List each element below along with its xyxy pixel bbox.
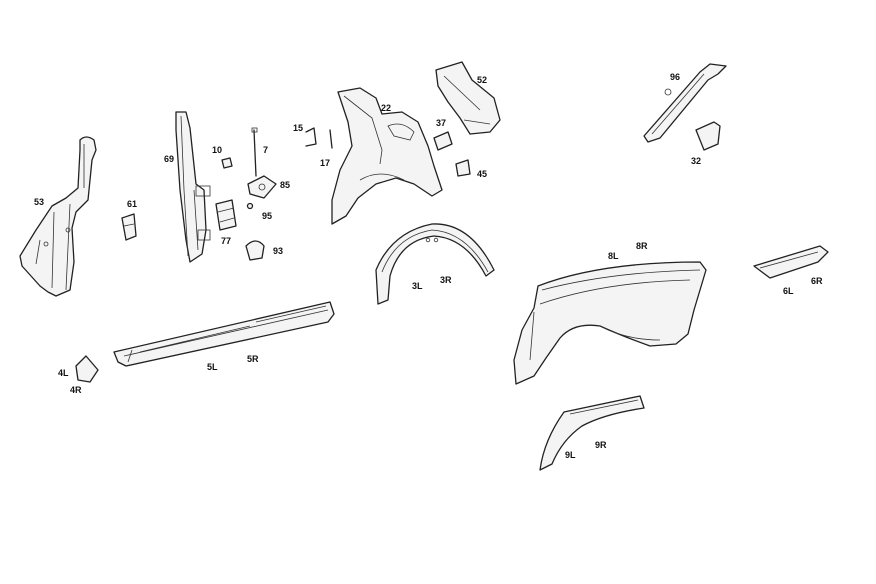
label-52: 52 bbox=[477, 75, 488, 85]
part-22-quarter-inner bbox=[331, 87, 443, 225]
part-4-small-panel bbox=[75, 355, 99, 383]
label-9L: 9L bbox=[565, 450, 576, 460]
label-15: 15 bbox=[293, 123, 304, 133]
label-4R: 4R bbox=[70, 385, 82, 395]
part-5-rocker-sill bbox=[113, 301, 335, 367]
label-3R: 3R bbox=[440, 275, 452, 285]
label-69: 69 bbox=[164, 154, 175, 164]
label-37: 37 bbox=[436, 118, 447, 128]
label-22: 22 bbox=[381, 103, 392, 113]
label-4L: 4L bbox=[58, 368, 69, 378]
part-77-latch-bracket bbox=[215, 199, 237, 231]
label-95: 95 bbox=[262, 211, 273, 221]
label-45: 45 bbox=[477, 169, 488, 179]
label-9R: 9R bbox=[595, 440, 607, 450]
label-8R: 8R bbox=[636, 241, 648, 251]
part-69-b-pillar bbox=[175, 111, 211, 263]
label-77: 77 bbox=[221, 236, 232, 246]
part-96-roof-rail bbox=[643, 63, 727, 143]
part-52-c-pillar bbox=[435, 61, 501, 135]
part-9-arch-trim bbox=[539, 395, 645, 471]
part-45-bracket bbox=[455, 159, 471, 177]
label-61: 61 bbox=[127, 199, 138, 209]
label-32: 32 bbox=[691, 156, 702, 166]
label-96: 96 bbox=[670, 72, 681, 82]
part-85-striker-plate bbox=[247, 175, 277, 199]
part-93-cap bbox=[245, 240, 265, 261]
part-32-bracket bbox=[695, 121, 721, 151]
label-93: 93 bbox=[273, 246, 284, 256]
label-17: 17 bbox=[320, 158, 331, 168]
part-7-bolt bbox=[251, 127, 258, 177]
label-7: 7 bbox=[263, 145, 269, 155]
label-5R: 5R bbox=[247, 354, 259, 364]
part-95-washer bbox=[246, 202, 254, 210]
part-6-sill-end bbox=[753, 245, 829, 279]
part-15-clip bbox=[305, 127, 317, 147]
part-17-rod bbox=[329, 129, 333, 149]
part-37-bracket bbox=[433, 131, 453, 151]
label-3L: 3L bbox=[412, 281, 423, 291]
label-6R: 6R bbox=[811, 276, 823, 286]
label-10: 10 bbox=[212, 145, 223, 155]
part-8-rear-quarter bbox=[513, 261, 707, 385]
part-61-bracket bbox=[121, 213, 137, 241]
label-5L: 5L bbox=[207, 362, 218, 372]
label-8L: 8L bbox=[608, 251, 619, 261]
part-53-a-pillar bbox=[19, 136, 97, 297]
label-85: 85 bbox=[280, 180, 291, 190]
part-10-nut bbox=[221, 157, 233, 169]
part-3-wheel-arch bbox=[375, 223, 495, 305]
label-6L: 6L bbox=[783, 286, 794, 296]
label-53: 53 bbox=[34, 197, 45, 207]
